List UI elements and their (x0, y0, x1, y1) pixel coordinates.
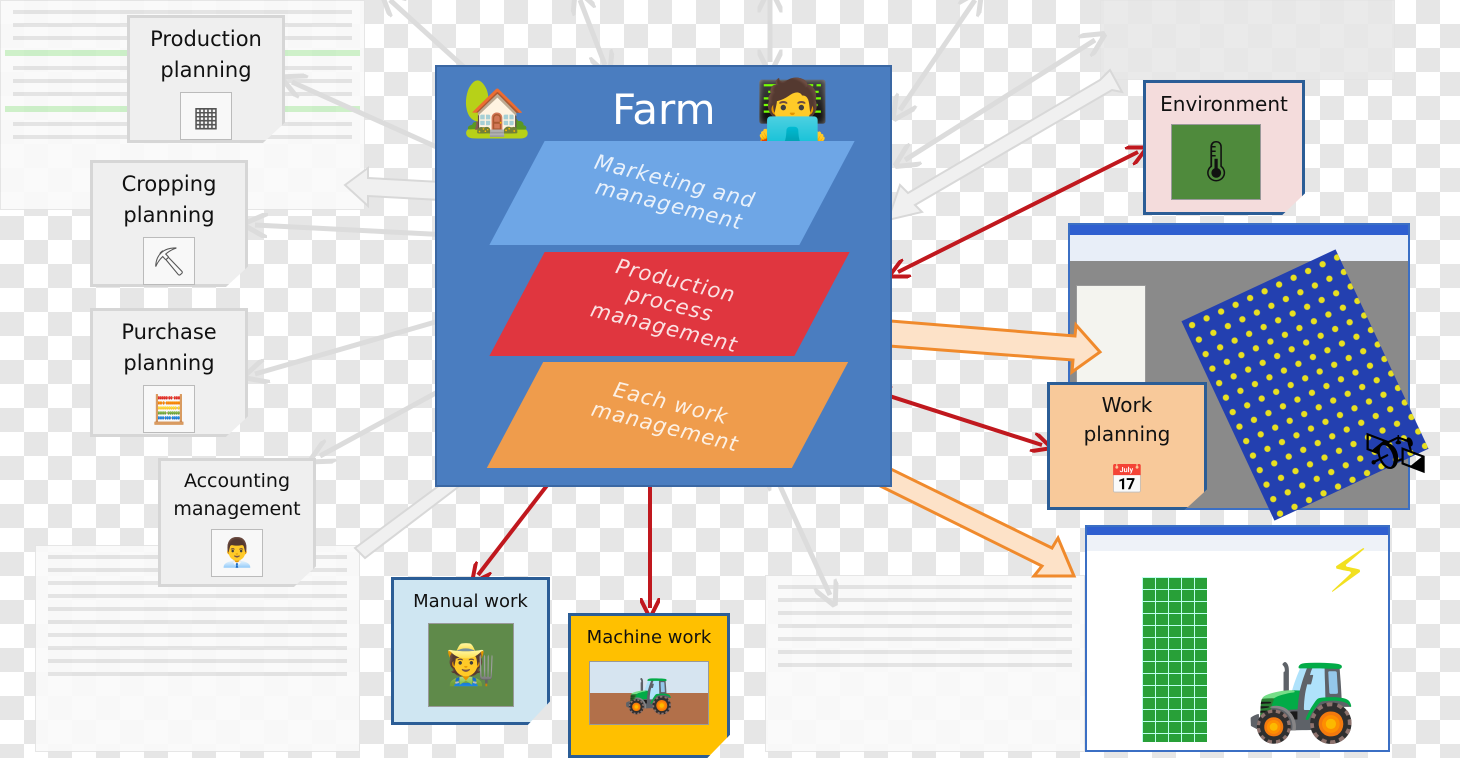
node-production-planning[interactable]: Production planning ▦ (127, 15, 285, 143)
node-accounting-management[interactable]: Accounting management 👨‍💼 (158, 458, 316, 587)
node-manual-work[interactable]: Manual work 🧑‍🌾 (391, 577, 550, 725)
node-work-planning[interactable]: Work planning 📅 (1047, 382, 1207, 510)
layer-production-process: Production process management (489, 252, 850, 357)
planning-chart-icon: ▦ (180, 92, 232, 140)
calculator-icon: 🧮 (143, 385, 195, 433)
legend-panel (1076, 285, 1146, 395)
faded-form-bottom-center (765, 575, 1085, 752)
node-cropping-planning[interactable]: Cropping planning ⛏ (90, 160, 248, 287)
tractor-icon: 🚜 (1245, 642, 1359, 747)
planting-grid-screenshot: 🚜 ⚡ (1085, 525, 1390, 752)
arrow-work-planning (880, 393, 1042, 445)
farmhouse-icon: 🏡 (462, 76, 532, 141)
weather-sensor-thermometer-icon: 🌡 (1171, 124, 1261, 200)
layer-marketing: Marketing and management (489, 141, 855, 245)
layer-each-work: Each work management (486, 362, 849, 468)
node-environment[interactable]: Environment 🌡 (1143, 80, 1305, 215)
farm-title: Farm (612, 85, 716, 134)
calendar-icon: 📅 (1109, 462, 1145, 496)
lightning-icon: ⚡ (1327, 537, 1370, 607)
arrow-wide-top-right (886, 68, 1124, 222)
farm-box: Farm 🏡 🧑‍💻 Marketing and management Prod… (435, 65, 892, 487)
node-machine-work[interactable]: Machine work 🚜 (568, 613, 730, 758)
satellite-icon: 🛰 (1360, 421, 1432, 486)
accountant-icon: 👨‍💼 (211, 529, 263, 577)
farmer-photo: 🧑‍🌾 (427, 623, 514, 707)
node-purchase-planning[interactable]: Purchase planning 🧮 (90, 308, 248, 437)
faded-graphs-top-right (1100, 0, 1395, 80)
planting-grid (1142, 577, 1207, 742)
hoe-icon: ⛏ (143, 237, 195, 285)
office-worker-icon: 🧑‍💻 (755, 76, 830, 146)
tractor-photo: 🚜 (589, 661, 709, 725)
